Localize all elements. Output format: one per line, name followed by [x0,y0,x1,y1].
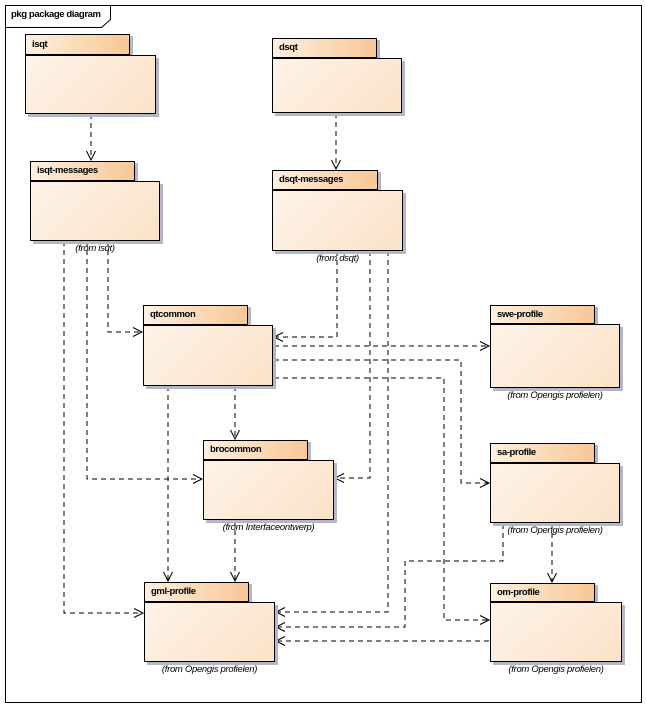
package-qtcommon[interactable]: qtcommon [143,305,273,386]
package-tab-isqt[interactable]: isqt [25,34,130,55]
package-isqt[interactable]: isqt [25,34,156,114]
package-tab-dsqt[interactable]: dsqt [272,38,377,58]
package-body-gml-profile[interactable] [144,602,275,662]
diagram-title: pkg package diagram [11,9,101,20]
package-name-isqt-messages: isqt-messages [37,165,98,176]
package-tab-swe-profile[interactable]: swe-profile [490,305,595,324]
package-from-label-isqt-messages: (from isqt) [75,243,115,254]
package-from-label-brocommon: (from Interfaceontwerp) [222,522,315,533]
package-dsqt-messages[interactable]: dsqt-messages (from dsqt) [272,170,403,264]
package-body-qtcommon[interactable] [143,325,273,386]
package-body-sa-profile[interactable] [490,463,620,523]
package-tab-sa-profile[interactable]: sa-profile [490,443,595,463]
edge-dsqt-messages-to-brocommon[interactable] [333,251,371,483]
package-from-label-swe-profile: (from Opengis profielen) [507,390,603,401]
edge-qtcommon-to-om-profile[interactable] [274,377,491,625]
package-tab-om-profile[interactable]: om-profile [490,583,595,602]
edge-sa-profile-to-gml-profile[interactable] [274,524,504,632]
edge-isqt-messages-to-qtcommon[interactable] [107,241,144,337]
package-name-isqt: isqt [32,39,48,50]
package-tab-dsqt-messages[interactable]: dsqt-messages [272,170,378,190]
edge-qtcommon-to-sa-profile[interactable] [274,359,491,488]
package-body-om-profile[interactable] [490,602,622,662]
package-name-dsqt: dsqt [279,42,298,53]
package-tab-brocommon[interactable]: brocommon [203,440,308,460]
package-body-dsqt[interactable] [272,58,402,113]
package-body-dsqt-messages[interactable] [272,190,403,251]
package-from-label-om-profile: (from Opengis profielen) [508,664,604,675]
edge-dsqt-messages-to-gml-profile[interactable] [274,251,389,617]
package-from-label-dsqt-messages: (from dsqt) [316,253,359,264]
diagram-frame-border [5,5,642,703]
package-name-dsqt-messages: dsqt-messages [279,174,343,185]
package-om-profile[interactable]: om-profile (from Opengis profielen) [490,583,622,675]
package-name-sa-profile: sa-profile [497,447,536,458]
package-name-qtcommon: qtcommon [150,309,196,320]
package-name-om-profile: om-profile [497,587,540,598]
package-swe-profile[interactable]: swe-profile (from Opengis profielen) [490,305,620,401]
edge-isqt-messages-to-gml-profile[interactable] [63,241,145,618]
package-body-isqt[interactable] [25,55,156,114]
package-sa-profile[interactable]: sa-profile (from Opengis profielen) [490,443,620,536]
package-from-label-sa-profile: (from Opengis profielen) [507,525,603,536]
package-body-swe-profile[interactable] [490,324,620,388]
package-from-label-gml-profile: (from Opengis profielen) [161,664,258,675]
package-tab-gml-profile[interactable]: gml-profile [144,582,249,602]
package-name-brocommon: brocommon [210,444,262,455]
edge-isqt-messages-to-brocommon[interactable] [86,241,204,484]
package-tab-isqt-messages[interactable]: isqt-messages [30,161,135,181]
package-tab-qtcommon[interactable]: qtcommon [143,305,248,325]
package-body-isqt-messages[interactable] [30,181,160,241]
package-dsqt[interactable]: dsqt [272,38,402,113]
frame-title-tab [5,5,111,28]
package-body-brocommon[interactable] [203,460,334,520]
package-gml-profile[interactable]: gml-profile (from Opengis profielen) [144,582,275,675]
package-brocommon[interactable]: brocommon (from Interfaceontwerp) [203,440,334,533]
package-name-gml-profile: gml-profile [151,586,196,597]
edge-dsqt-messages-to-qtcommon[interactable] [272,251,338,342]
package-isqt-messages[interactable]: isqt-messages (from isqt) [30,161,160,254]
package-name-swe-profile: swe-profile [497,309,543,320]
